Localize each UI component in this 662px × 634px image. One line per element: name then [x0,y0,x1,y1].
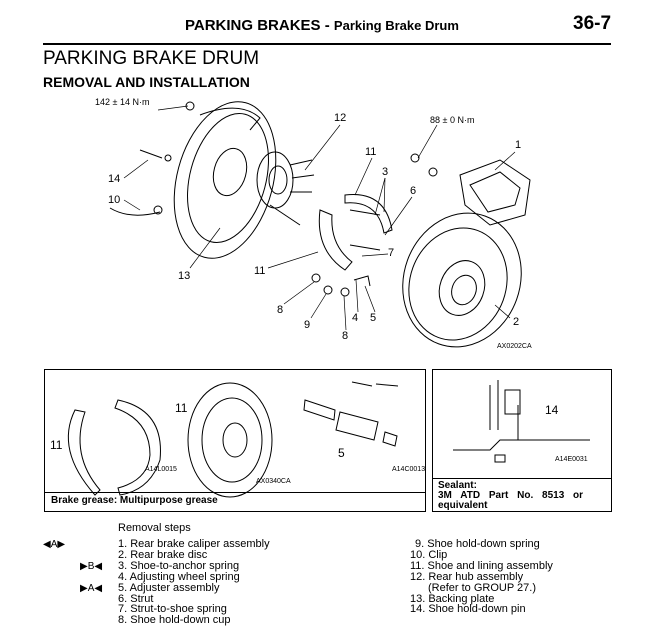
procedure-mark-a-removal: ◀A▶ [43,539,66,550]
step-9: 9. Shoe hold-down spring [415,538,540,550]
callout-11: 11 [365,146,377,158]
torque-spec-caliper: 88 ± 0 N·m [430,115,475,125]
step-7: 7. Strut-to-shoe spring [118,603,227,616]
sealant-line-2: equivalent [438,500,488,511]
removal-steps-right: 9. Shoe hold-down spring 10. Clip 11. Sh… [410,539,553,615]
figure-code-shoes: A14L0015 [145,466,177,473]
step-10: 10. Clip [410,548,448,561]
sealant-title: Sealant: [438,480,477,491]
step-13: 13. Backing plate [410,592,495,605]
callout-11b: 11 [254,265,266,277]
figure-code-adjuster: A14C0013 [392,466,426,473]
callout-10: 10 [108,194,121,206]
callout-5: 5 [370,312,377,324]
detail-callout-14: 14 [545,403,559,417]
removal-steps-left: 1. Rear brake caliper assembly 2. Rear b… [118,539,270,626]
header-rule [43,43,611,45]
figure-code-plate: AX0340CA [256,478,291,485]
callout-1: 1 [515,139,522,151]
callout-2: 2 [513,316,520,328]
header-section: PARKING BRAKES [185,17,321,34]
hub-drawing [256,151,315,226]
callout-9: 9 [304,319,311,331]
step-12: 12. Rear hub assembly [410,570,524,583]
step-4: 4. Adjusting wheel spring [118,570,240,583]
sealant-note: Sealant: 3M ATD Part No. 8513 or equival… [438,481,583,511]
detail-adjuster-drawing [303,381,399,447]
step-3: 3. Shoe-to-anchor spring [118,559,240,572]
backing-plate-drawing [173,101,277,259]
figure-code: AX0202CA [497,343,532,350]
step-8: 8. Shoe hold-down cup [118,614,231,627]
caliper-drawing [459,159,531,226]
step-1: 1. Rear brake caliper assembly [118,538,270,550]
box-divider [45,492,425,493]
leader-lines [123,105,516,331]
callout-7: 7 [388,247,395,259]
detail-box-sealant: Sealant: 3M ATD Part No. 8513 or equival… [432,369,612,512]
box-divider [433,478,611,479]
callout-3: 3 [382,166,389,178]
shoes-drawing [318,193,393,271]
callout-8: 8 [277,304,284,316]
step-5: 5. Adjuster assembly [118,581,220,594]
detail-shoes-drawing [67,399,161,496]
sealant-line-1: 3M ATD Part No. 8513 or [438,490,584,501]
callout-4: 4 [352,312,359,324]
step-6: 6. Strut [118,592,154,605]
callout-8b: 8 [342,330,349,342]
running-header: PARKING BRAKES - Parking Brake Drum [185,17,459,34]
callout-12: 12 [334,112,347,124]
grease-note: Brake grease: Multipurpose grease [51,495,218,506]
procedure-mark-a-install: ▶A◀ [80,583,103,594]
step-14: 14. Shoe hold-down pin [410,603,526,616]
header-separator: - [324,17,330,34]
section-subtitle: REMOVAL AND INSTALLATION [43,74,250,90]
callout-13: 13 [178,270,191,282]
detail-backing-plate-drawing [187,382,273,498]
procedure-mark-b-install: ▶B◀ [80,561,103,572]
callout-14: 14 [108,173,121,185]
detail-callout-5: 5 [338,446,345,460]
torque-spec-hub: 142 ± 14 N·m [95,97,150,107]
page-title: PARKING BRAKE DRUM [43,48,260,69]
detail-box-grease: Brake grease: Multipurpose grease [44,369,426,512]
page-number: 36-7 [573,13,612,34]
detail-sealant-drawing [453,380,590,463]
header-subsection: Parking Brake Drum [333,18,459,33]
step-11: 11. Shoe and lining assembly [410,559,553,572]
brake-disc-drawing [402,212,522,348]
step-12-note: (Refer to GROUP 27.) [428,581,536,594]
removal-steps-heading: Removal steps [118,522,191,534]
detail-callout-11b: 11 [50,438,63,452]
figure-code-sealant: A14E0031 [555,456,588,463]
detail-callout-11a: 11 [175,401,188,415]
callout-6: 6 [410,185,417,197]
small-parts-drawing [109,101,438,297]
step-2: 2. Rear brake disc [118,548,208,561]
